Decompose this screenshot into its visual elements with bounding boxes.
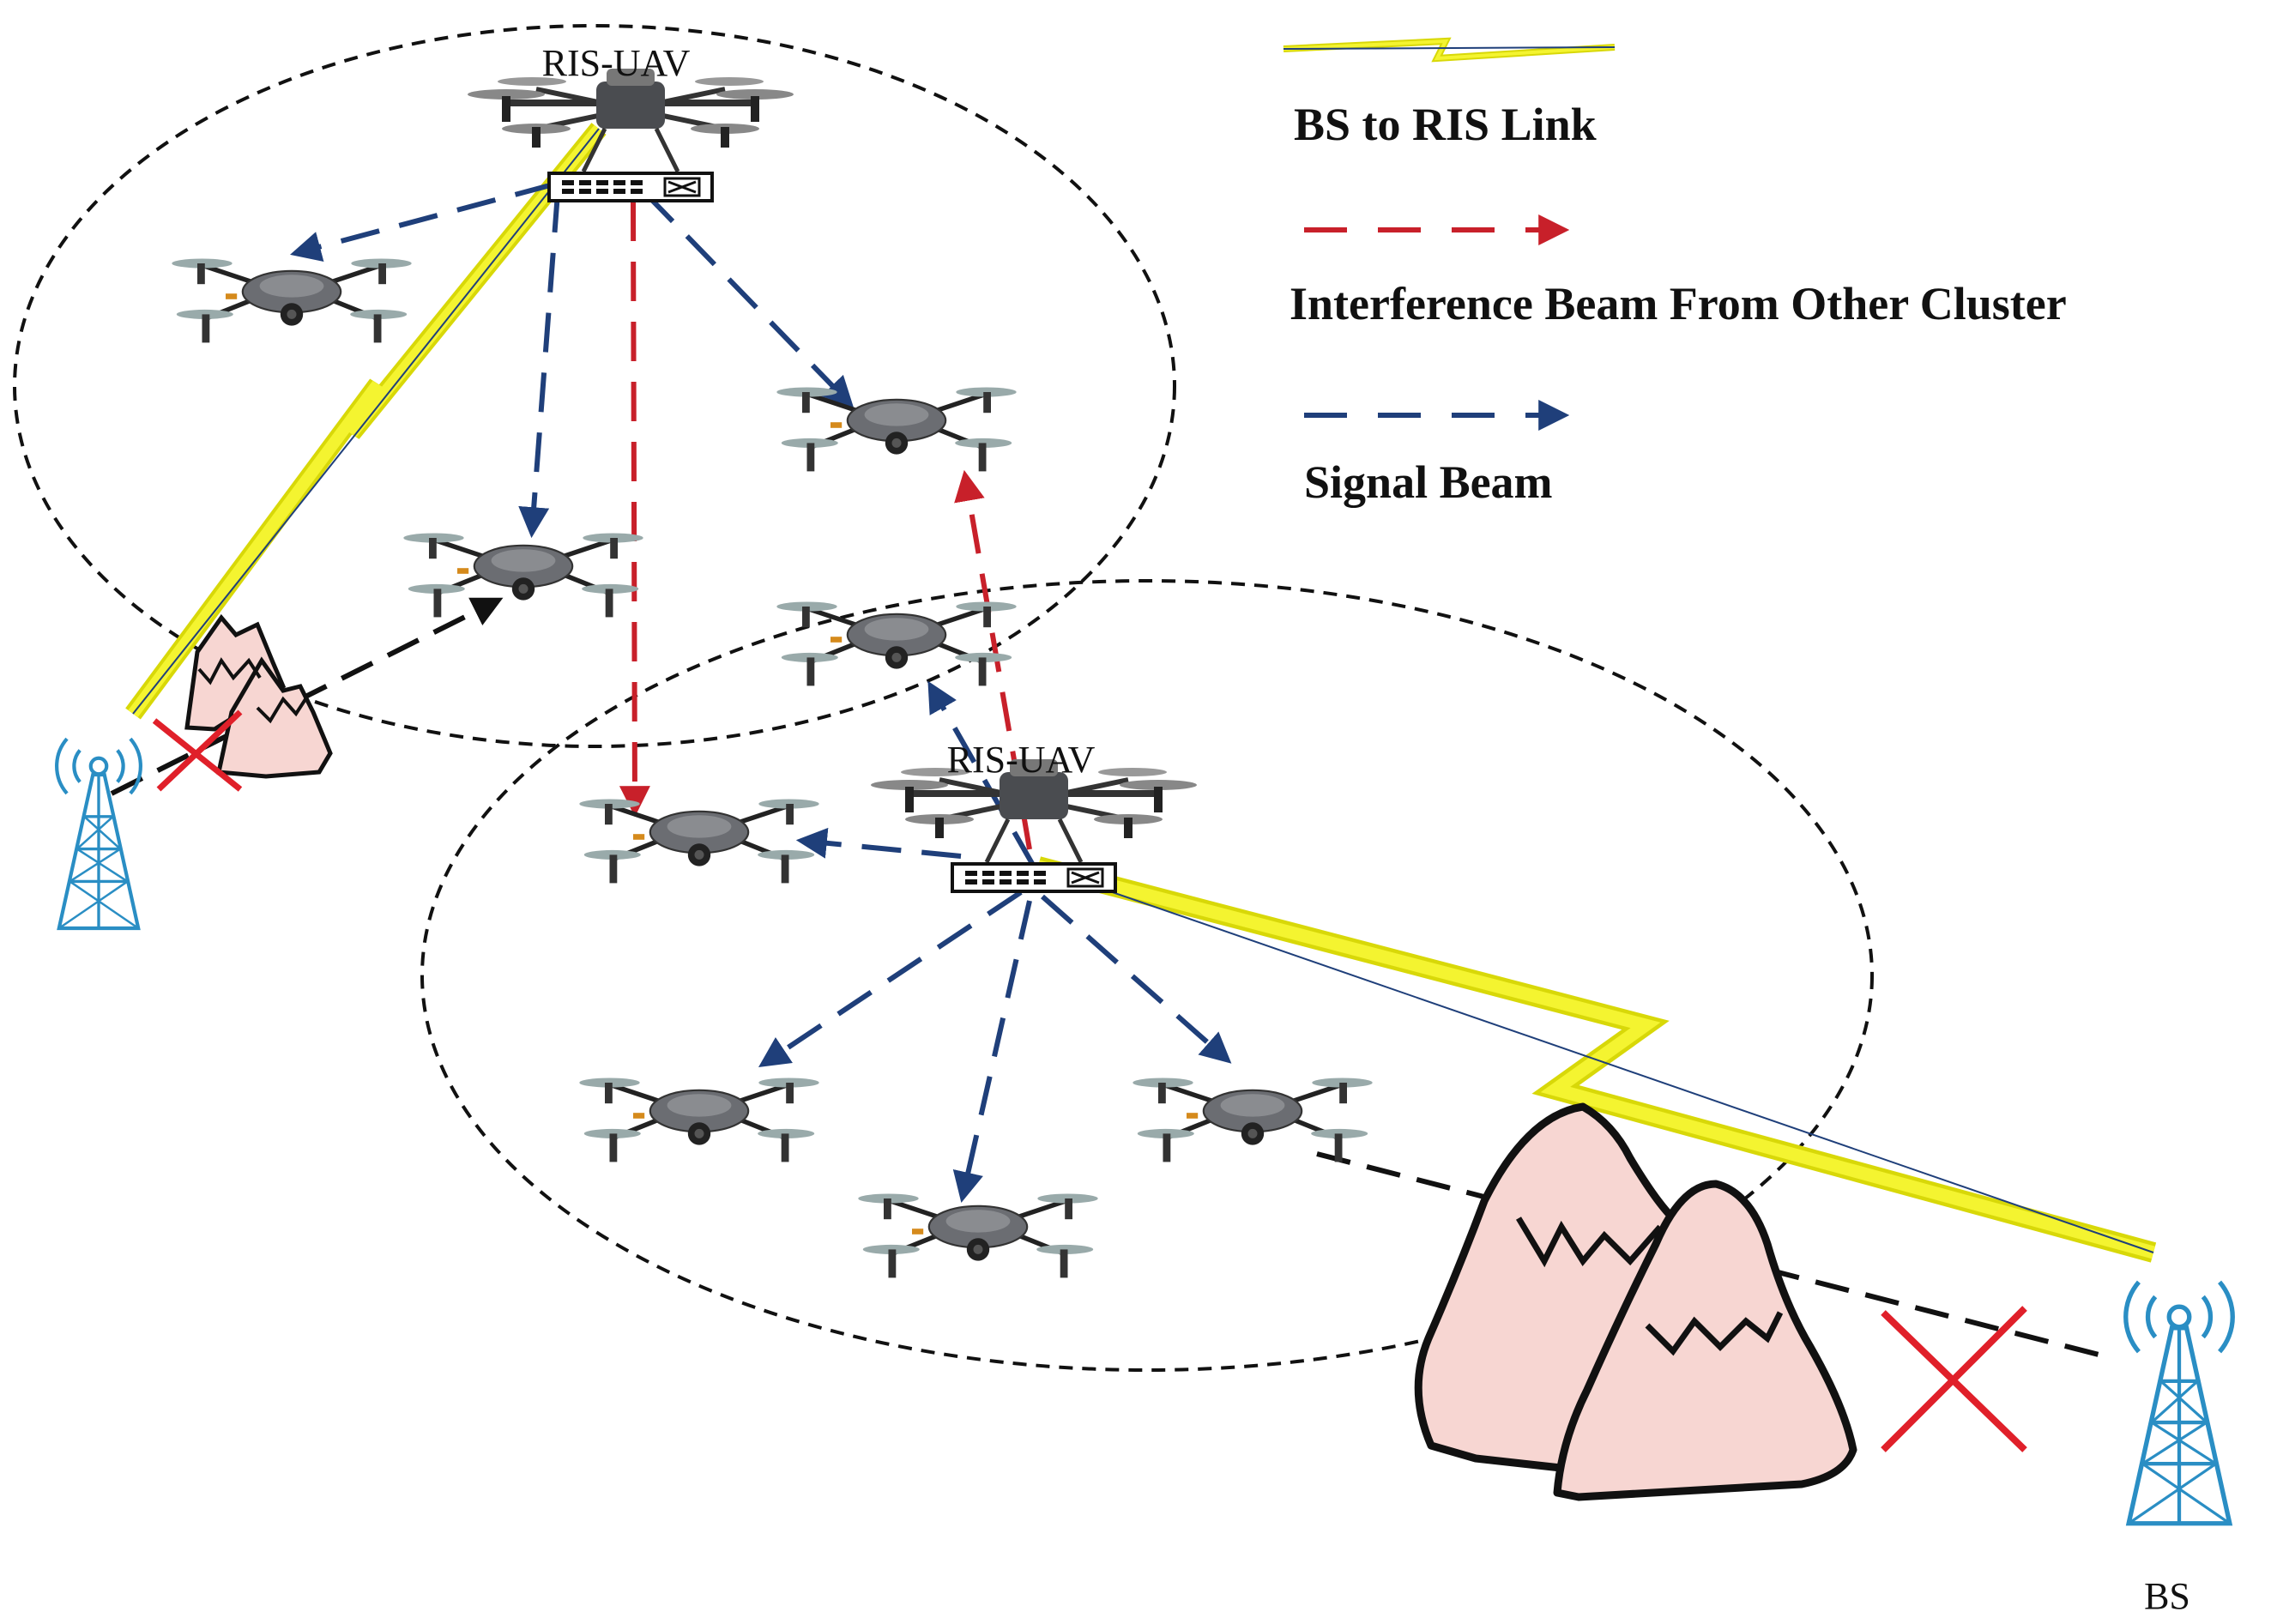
legend-signal-label: Signal Beam	[1304, 456, 1553, 508]
blocked-cross-icon	[152, 709, 243, 792]
mountain-icon	[1414, 1102, 1857, 1501]
drone-icon	[579, 800, 818, 884]
legend-bs-to-ris-swatch	[1283, 37, 1616, 63]
drone-icon	[858, 1194, 1097, 1278]
legend-interference-label: Interference Beam From Other Cluster	[1290, 278, 2067, 329]
bs-label: BS	[2144, 1575, 2190, 1617]
legend-bs-to-ris-label: BS to RIS Link	[1294, 99, 1597, 150]
drone-icon	[776, 602, 1016, 686]
signal-beams-bottom	[758, 680, 1232, 1204]
ris-uav-icon	[468, 69, 794, 201]
base-station-icon	[57, 739, 141, 928]
drone-icon	[1132, 1078, 1372, 1162]
blocked-direct-link-right	[1316, 1151, 2103, 1358]
cluster-boundary-top	[13, 24, 1176, 748]
drone-icon	[172, 259, 411, 343]
drone-icon	[776, 388, 1016, 472]
ris-uav-label-bottom: RIS-UAV	[947, 739, 1096, 781]
legend: BS to RIS Link Interference Beam From Ot…	[1283, 37, 2067, 508]
blocked-cross-icon	[1881, 1306, 2027, 1452]
bs-to-ris-link-left	[125, 123, 607, 720]
cluster-boundary-bottom	[420, 579, 1874, 1372]
ris-uav-label-top: RIS-UAV	[542, 42, 691, 84]
drone-icon	[579, 1078, 818, 1162]
signal-beams-top	[290, 182, 855, 539]
bs-to-ris-link-right	[1035, 856, 2157, 1263]
base-station-icon	[2126, 1282, 2233, 1523]
drone-icon	[403, 534, 643, 618]
